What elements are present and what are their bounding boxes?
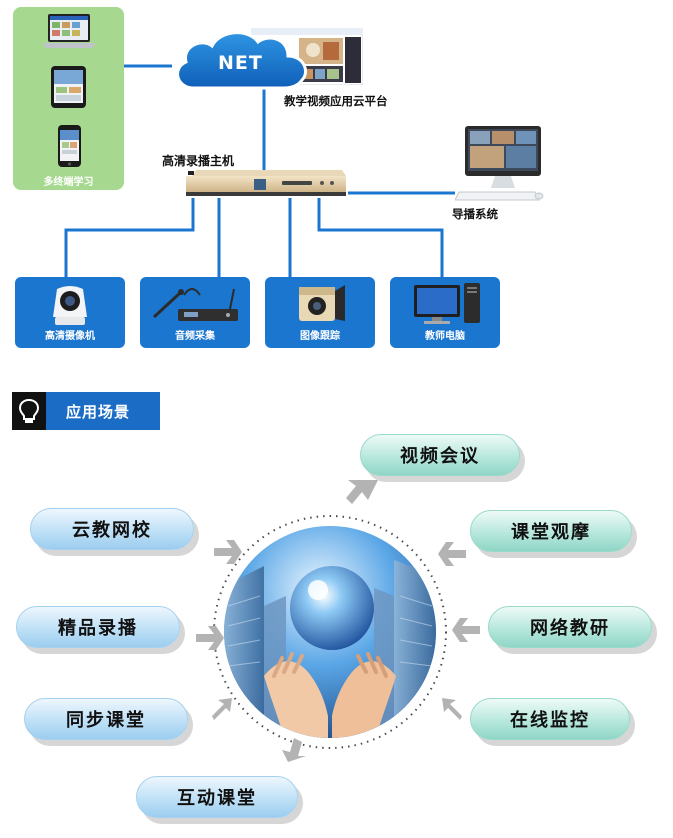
section-icon-box xyxy=(12,392,46,430)
tablet-icon xyxy=(51,66,86,108)
arrow-icon xyxy=(346,480,378,504)
device-label: 图像跟踪 xyxy=(300,331,340,342)
recorder-device-icon xyxy=(186,170,346,196)
device-label: 音频采集 xyxy=(175,331,215,342)
camera-icon xyxy=(53,286,87,325)
arrow-icon xyxy=(214,540,242,564)
cloud-platform-caption: 教学视频应用云平台 xyxy=(284,94,388,108)
device-hd-camera: 高清摄像机 xyxy=(15,277,125,348)
arrow-icon xyxy=(196,626,224,650)
scenario-arrows xyxy=(196,480,480,762)
device-audio-capture: 音频采集 xyxy=(140,277,250,348)
microphone-icon xyxy=(152,288,238,321)
director-caption: 导播系统 xyxy=(452,207,498,221)
multi-terminal-panel: 多终端学习 xyxy=(13,7,124,190)
arrow-icon xyxy=(282,738,306,762)
lightbulb-icon xyxy=(18,398,40,423)
device-image-tracking: 图像跟踪 xyxy=(265,277,375,348)
device-label: 高清摄像机 xyxy=(45,331,95,342)
scenario-online-research: 网络教研 xyxy=(488,606,652,648)
laptop-icon xyxy=(42,14,96,48)
director-monitor-icon xyxy=(455,126,544,201)
cloud-icon xyxy=(176,31,307,90)
device-label: 教师电脑 xyxy=(425,331,465,342)
host-caption: 高清录播主机 xyxy=(162,154,235,168)
device-teacher-pc: 教师电脑 xyxy=(390,277,500,348)
arrow-icon xyxy=(438,542,466,566)
scenario-interactive-classroom: 互动课堂 xyxy=(136,776,298,818)
tracking-camera-icon xyxy=(299,285,345,321)
phone-icon xyxy=(58,125,81,167)
scenario-video-conference: 视频会议 xyxy=(360,434,520,476)
scenario-online-monitoring: 在线监控 xyxy=(470,698,630,740)
arrow-icon xyxy=(212,698,232,720)
scenario-class-observation: 课堂观摩 xyxy=(470,510,632,552)
cloud-net-label: NET xyxy=(218,52,263,74)
scenario-quality-recording: 精品录播 xyxy=(16,606,180,648)
scenario-cloud-school: 云教网校 xyxy=(30,508,194,550)
arrow-icon xyxy=(452,618,480,642)
arrow-icon xyxy=(442,698,462,720)
computer-icon xyxy=(414,283,480,324)
globe-image xyxy=(218,520,442,744)
scenario-sync-classroom: 同步课堂 xyxy=(24,698,188,740)
terminal-caption: 多终端学习 xyxy=(43,177,94,188)
section-title-box xyxy=(46,392,160,430)
section-title: 应用场景 xyxy=(66,403,131,421)
